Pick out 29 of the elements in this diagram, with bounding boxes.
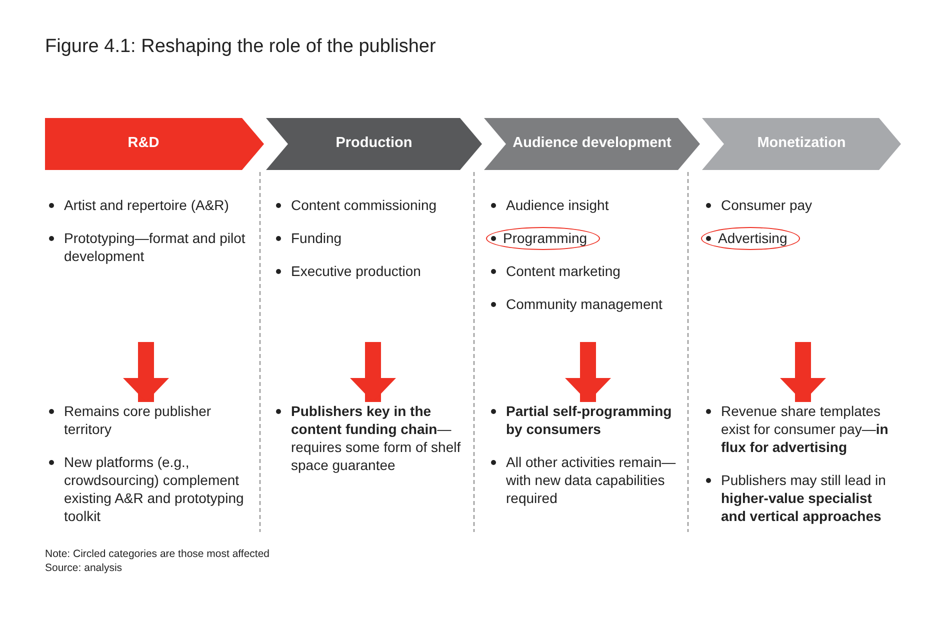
stage-label: Audience development <box>512 135 672 151</box>
source-note: Source: analysis <box>45 562 122 574</box>
stage-label: R&D <box>126 135 160 151</box>
bullet-item: Publishers may still lead in higher-value specialist and vertical approaches <box>721 472 886 524</box>
stage-label: Monetization <box>756 135 847 151</box>
stage-label: Production <box>334 135 414 151</box>
bullet-item: Consumer pay <box>721 197 812 213</box>
bullet-item: Artist and repertoire (A&R) <box>64 197 229 213</box>
bullet-item: Funding <box>291 230 342 246</box>
bullet-item: Content marketing <box>506 263 620 279</box>
circled-item: Advertising <box>701 227 800 250</box>
stage-banner <box>484 118 700 170</box>
bullet-item: Audience insight <box>506 197 609 213</box>
bullet-item: Partial self-programming by consumers <box>506 403 672 437</box>
bullet-item: Executive production <box>291 263 421 279</box>
bullet-item: Content commissioning <box>291 197 437 213</box>
bullet-item: Revenue share templates exist for consumer pay—in flux for advertising <box>721 403 888 455</box>
stage-banner <box>45 118 264 170</box>
bullet-item: New platforms (e.g., crowdsourcing) complement existing A&R and prototyping toolkit <box>64 454 244 524</box>
bullet-item: Publishers key in the content funding chain—requires some form of shelf space guarantee <box>291 403 461 473</box>
bullet-item: Prototyping—format and pilot development <box>64 230 246 264</box>
footnote: Note: Circled categories are those most affected <box>45 548 270 560</box>
stage-banner <box>266 118 482 170</box>
bullet-item: All other activities remain—with new data capabilities required <box>506 454 676 506</box>
bullet-item: Community management <box>506 296 662 312</box>
bullet-item: Remains core publisher territory <box>64 403 212 437</box>
circled-item: Programming <box>486 227 600 250</box>
figure-title: Figure 4.1: Reshaping the role of the publisher <box>45 36 436 58</box>
stage-banner <box>702 118 901 170</box>
